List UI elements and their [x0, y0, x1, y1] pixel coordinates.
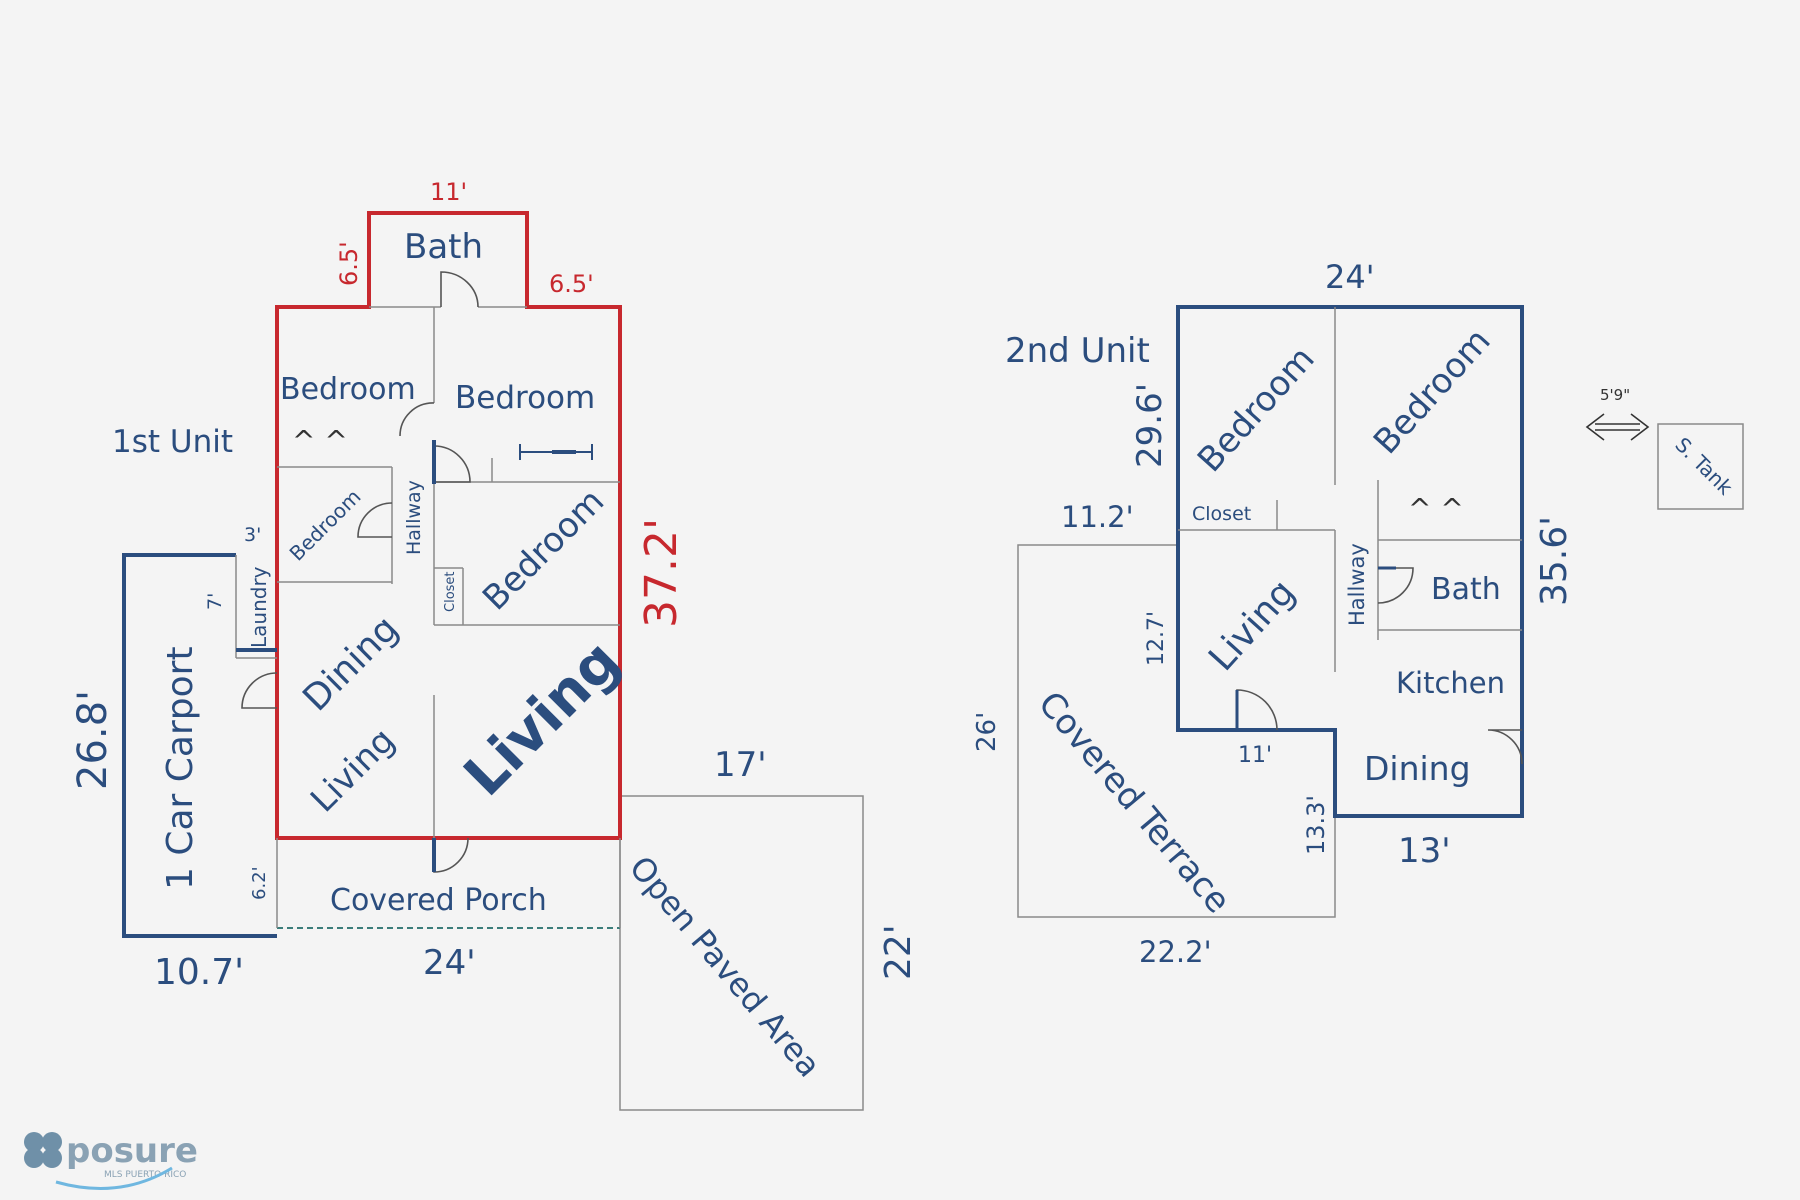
- dim-carport-width: 10.7': [154, 952, 244, 993]
- bath-label: Bath: [404, 227, 483, 267]
- dim-step-width: 11': [1238, 743, 1272, 768]
- covered-terrace-label: Covered Terrace: [1030, 684, 1238, 921]
- open-paved-area-outline: [619, 795, 864, 1111]
- xposure-x-mark-icon: [24, 1132, 62, 1168]
- dim-unit-2-left-upper: 29.6': [1130, 383, 1170, 468]
- dim-unit-2-bottom-right: 13': [1398, 831, 1451, 871]
- carport-label: 1 Car Carport: [160, 646, 201, 890]
- closet-label-unit-2: Closet: [1192, 503, 1251, 525]
- logo-tagline: MLS PUERTO RICO: [104, 1170, 186, 1180]
- dim-carport-small: 6.2': [249, 866, 270, 900]
- unit-2-door-thick-marks: [1235, 566, 1396, 730]
- bedroom-middle-label: Bedroom: [475, 481, 612, 618]
- dim-unit-2-top: 24': [1325, 258, 1375, 296]
- logo-wordmark: posure: [66, 1131, 198, 1171]
- unit-2-interior-walls: [1178, 307, 1522, 672]
- dim-living-height: 12.7': [1144, 611, 1169, 666]
- dim-terrace-height: 26': [972, 712, 1002, 752]
- ac-marks-unit-2: ^ ^: [1408, 492, 1464, 525]
- closet-label-unit-1: Closet: [443, 571, 458, 612]
- unit-1-door-thick-marks: [236, 440, 436, 872]
- dim-terrace-bottom: 22.2': [1139, 935, 1212, 969]
- dim-bath-right: 6.5': [549, 270, 594, 298]
- logo-swoosh-icon: [55, 1166, 173, 1190]
- dim-step-height: 13.3': [1302, 795, 1330, 855]
- dim-paved-width: 17': [714, 745, 767, 785]
- closet-rod-icon: [519, 444, 593, 460]
- dim-paved-height: 22': [878, 924, 919, 980]
- living-small-label: Living: [303, 721, 403, 821]
- dim-carport-height: 26.8': [70, 690, 116, 790]
- dim-unit-2-right: 35.6': [1534, 516, 1575, 606]
- bedroom-small-label: Bedroom: [285, 485, 366, 566]
- bedroom-top-right-label: Bedroom: [455, 380, 595, 416]
- double-arrow-icon: [1585, 413, 1650, 441]
- dining-label-unit-2: Dining: [1364, 749, 1471, 788]
- hallway-label-unit-1: Hallway: [403, 480, 425, 555]
- dim-tank-distance: 5'9": [1600, 386, 1630, 404]
- bedroom-left-label: Bedroom: [1190, 339, 1323, 480]
- kitchen-label: Kitchen: [1396, 666, 1505, 700]
- living-large-label: Living: [452, 628, 633, 809]
- dim-laundry-width: 3': [244, 524, 261, 546]
- unit-1: 1st Unit Bath Bedroom Bedroom ^ ^ Bedroo…: [70, 178, 919, 1111]
- septic-tank-label: S. Tank: [1670, 433, 1737, 500]
- dim-terrace-top: 11.2': [1061, 500, 1134, 534]
- dim-laundry-height: 7': [204, 593, 226, 610]
- bedroom-top-left-label: Bedroom: [280, 372, 416, 407]
- bedroom-right-label: Bedroom: [1366, 321, 1499, 462]
- bath-label-unit-2: Bath: [1431, 572, 1501, 607]
- unit-1-title: 1st Unit: [112, 424, 233, 460]
- dining-label-unit-1: Dining: [295, 608, 406, 719]
- dim-bath-left: 6.5': [335, 241, 363, 286]
- unit-2-doors: [1236, 567, 1523, 765]
- unit-2-outline: [1176, 305, 1524, 818]
- hallway-label-unit-2: Hallway: [1345, 543, 1369, 626]
- laundry-label: Laundry: [247, 566, 271, 648]
- dim-right-side: 37.2': [636, 518, 687, 628]
- covered-terrace-outline: [1017, 544, 1336, 918]
- covered-porch-label: Covered Porch: [330, 883, 547, 918]
- septic-tank-outline: [1657, 423, 1744, 510]
- ac-marks-unit-1: ^ ^: [292, 424, 348, 457]
- unit-2-title: 2nd Unit: [1005, 331, 1150, 371]
- carport-outline: [122, 553, 277, 938]
- open-paved-area-label: Open Paved Area: [622, 849, 828, 1085]
- dim-porch-width: 24': [423, 943, 476, 983]
- xposure-logo: posure MLS PUERTO RICO: [24, 1131, 198, 1190]
- dim-bath-top: 11': [430, 178, 467, 206]
- unit-2: 2nd Unit Bedroom Bedroom Closet ^ ^ Hall…: [972, 258, 1744, 969]
- living-label-unit-2: Living: [1201, 572, 1303, 679]
